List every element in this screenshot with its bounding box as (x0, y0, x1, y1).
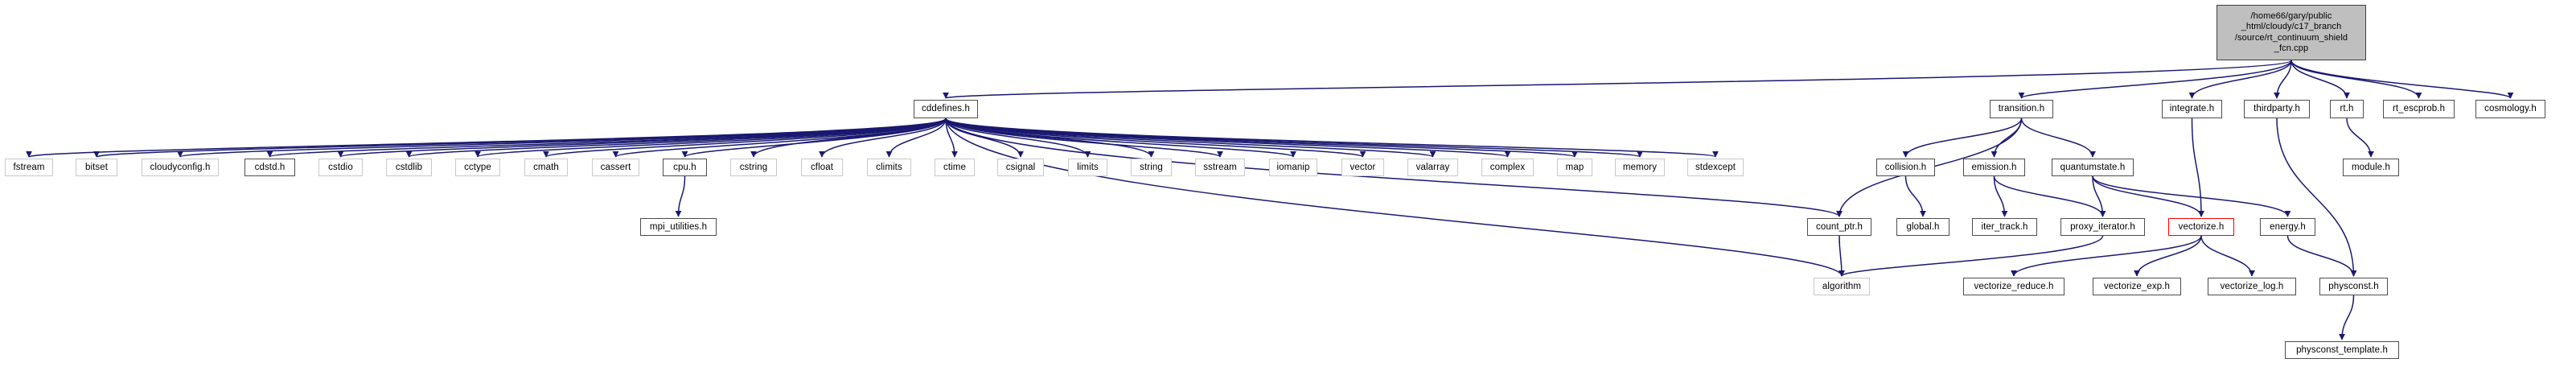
graph-node-rt-escprob-h[interactable]: rt_escprob.h (2383, 100, 2455, 118)
graph-edge (2020, 118, 2096, 158)
graph-node-cddefines-h[interactable]: cddefines.h (914, 100, 978, 118)
graph-node-cmath[interactable]: cmath (524, 159, 568, 176)
graph-edge (945, 118, 1223, 158)
graph-edge (2339, 295, 2355, 340)
graph-edge (943, 60, 2292, 99)
graph-node-fstream[interactable]: fstream (5, 159, 53, 176)
graph-edge (885, 118, 947, 158)
graph-node-cstring[interactable]: cstring (730, 159, 777, 176)
graph-edge (1993, 175, 2106, 217)
graph-node-rt-h[interactable]: rt.h (2330, 100, 2364, 118)
graph-node-vectorize-exp-h[interactable]: vectorize_exp.h (2093, 278, 2181, 295)
graph-edge (475, 118, 947, 158)
graph-edge (945, 118, 1091, 158)
graph-node-cpu-h[interactable]: cpu.h (663, 159, 707, 176)
graph-edge (1902, 118, 2023, 158)
graph-edge (2188, 60, 2292, 99)
graph-edge (2191, 118, 2204, 217)
graph-node-mpi-utilities-h[interactable]: mpi_utilities.h (640, 218, 717, 236)
graph-node-cctype[interactable]: cctype (455, 159, 500, 176)
graph-edge (1839, 235, 1845, 277)
graph-node-quantumstate-h[interactable]: quantumstate.h (2052, 159, 2134, 176)
graph-node-bitset[interactable]: bitset (76, 159, 117, 176)
graph-node-memory[interactable]: memory (1615, 159, 1665, 176)
graph-edge (945, 118, 1436, 158)
graph-edge (2092, 175, 2204, 217)
graph-node-iter-track-h[interactable]: iter_track.h (1972, 218, 2037, 236)
graph-node-physconst-h[interactable]: physconst.h (2319, 278, 2388, 295)
graph-node-transition-h[interactable]: transition.h (1990, 100, 2053, 118)
graph-node-limits[interactable]: limits (1068, 159, 1107, 176)
graph-edge (945, 118, 1510, 158)
graph-node-cdstd-h[interactable]: cdstd.h (244, 159, 295, 176)
graph-node-proxy-iterator-h[interactable]: proxy_iterator.h (2060, 218, 2145, 236)
graph-edge (177, 118, 947, 158)
graph-node-valarray[interactable]: valarray (1407, 159, 1458, 176)
graph-edge (945, 118, 1296, 158)
graph-node-algorithm[interactable]: algorithm (1814, 278, 1870, 295)
graph-node-map[interactable]: map (1557, 159, 1592, 176)
graph-node-global-h[interactable]: global.h (1896, 218, 1949, 236)
graph-edge (2011, 235, 2202, 277)
graph-node-integrate-h[interactable]: integrate.h (2162, 100, 2222, 118)
graph-node-cassert[interactable]: cassert (592, 159, 639, 176)
graph-node-vectorize-h[interactable]: vectorize.h (2168, 218, 2234, 236)
graph-node-ctime[interactable]: ctime (935, 159, 975, 176)
graph-node-root[interactable]: /home66/gary/public _html/cloudy/c17_bra… (2217, 5, 2366, 60)
graph-edge (2200, 235, 2255, 277)
graph-node-vector[interactable]: vector (1341, 159, 1384, 176)
graph-edge (945, 118, 1845, 277)
graph-edge (819, 118, 947, 158)
graph-edge (2092, 175, 2291, 217)
graph-node-complex[interactable]: complex (1481, 159, 1534, 176)
graph-node-thirdparty-h[interactable]: thirdparty.h (2244, 100, 2310, 118)
graph-edge (945, 118, 1719, 158)
graph-edge (612, 118, 947, 158)
graph-node-physconst-template-h[interactable]: physconst_template.h (2285, 341, 2399, 359)
graph-edge (2286, 235, 2357, 277)
graph-edge (2274, 60, 2292, 99)
graph-edge (1839, 235, 2104, 277)
graph-node-emission-h[interactable]: emission.h (1963, 159, 2025, 176)
graph-edge (2018, 60, 2292, 99)
graph-node-string[interactable]: string (1131, 159, 1172, 176)
graph-edge (1993, 175, 2008, 217)
graph-node-vectorize-reduce-h[interactable]: vectorize_reduce.h (1963, 278, 2064, 295)
graph-node-cosmology-h[interactable]: cosmology.h (2475, 100, 2545, 118)
graph-node-stdexcept[interactable]: stdexcept (1687, 159, 1744, 176)
graph-node-vectorize-log-h[interactable]: vectorize_log.h (2208, 278, 2296, 295)
graph-edge (945, 118, 1366, 158)
graph-edge (2092, 175, 2106, 217)
graph-node-collision-h[interactable]: collision.h (1876, 159, 1935, 176)
graph-node-iomanip[interactable]: iomanip (1269, 159, 1317, 176)
graph-edge (405, 118, 947, 158)
graph-node-count-ptr-h[interactable]: count_ptr.h (1807, 218, 1871, 236)
graph-edge (750, 118, 947, 158)
graph-edge (2290, 60, 2514, 99)
graph-edge (2276, 118, 2357, 277)
graph-node-module-h[interactable]: module.h (2343, 159, 2399, 176)
graph-node-cstdlib[interactable]: cstdlib (386, 159, 432, 176)
graph-edge (1991, 118, 2023, 158)
graph-edge (2290, 60, 2422, 99)
graph-node-energy-h[interactable]: energy.h (2260, 218, 2315, 236)
graph-node-cfloat[interactable]: cfloat (801, 159, 843, 176)
graph-edge (675, 175, 686, 217)
graph-edge (945, 118, 1843, 217)
graph-node-sstream[interactable]: sstream (1195, 159, 1245, 176)
graph-node-csignal[interactable]: csignal (997, 159, 1044, 176)
graph-edge (543, 118, 947, 158)
graph-node-climits[interactable]: climits (867, 159, 911, 176)
graph-edge (2290, 60, 2350, 99)
graph-edge (2346, 118, 2374, 158)
graph-node-cstdio[interactable]: cstdio (318, 159, 363, 176)
graph-node-cloudyconfig-h[interactable]: cloudyconfig.h (142, 159, 219, 176)
graph-edge (1904, 175, 1926, 217)
graph-edge (2134, 235, 2202, 277)
